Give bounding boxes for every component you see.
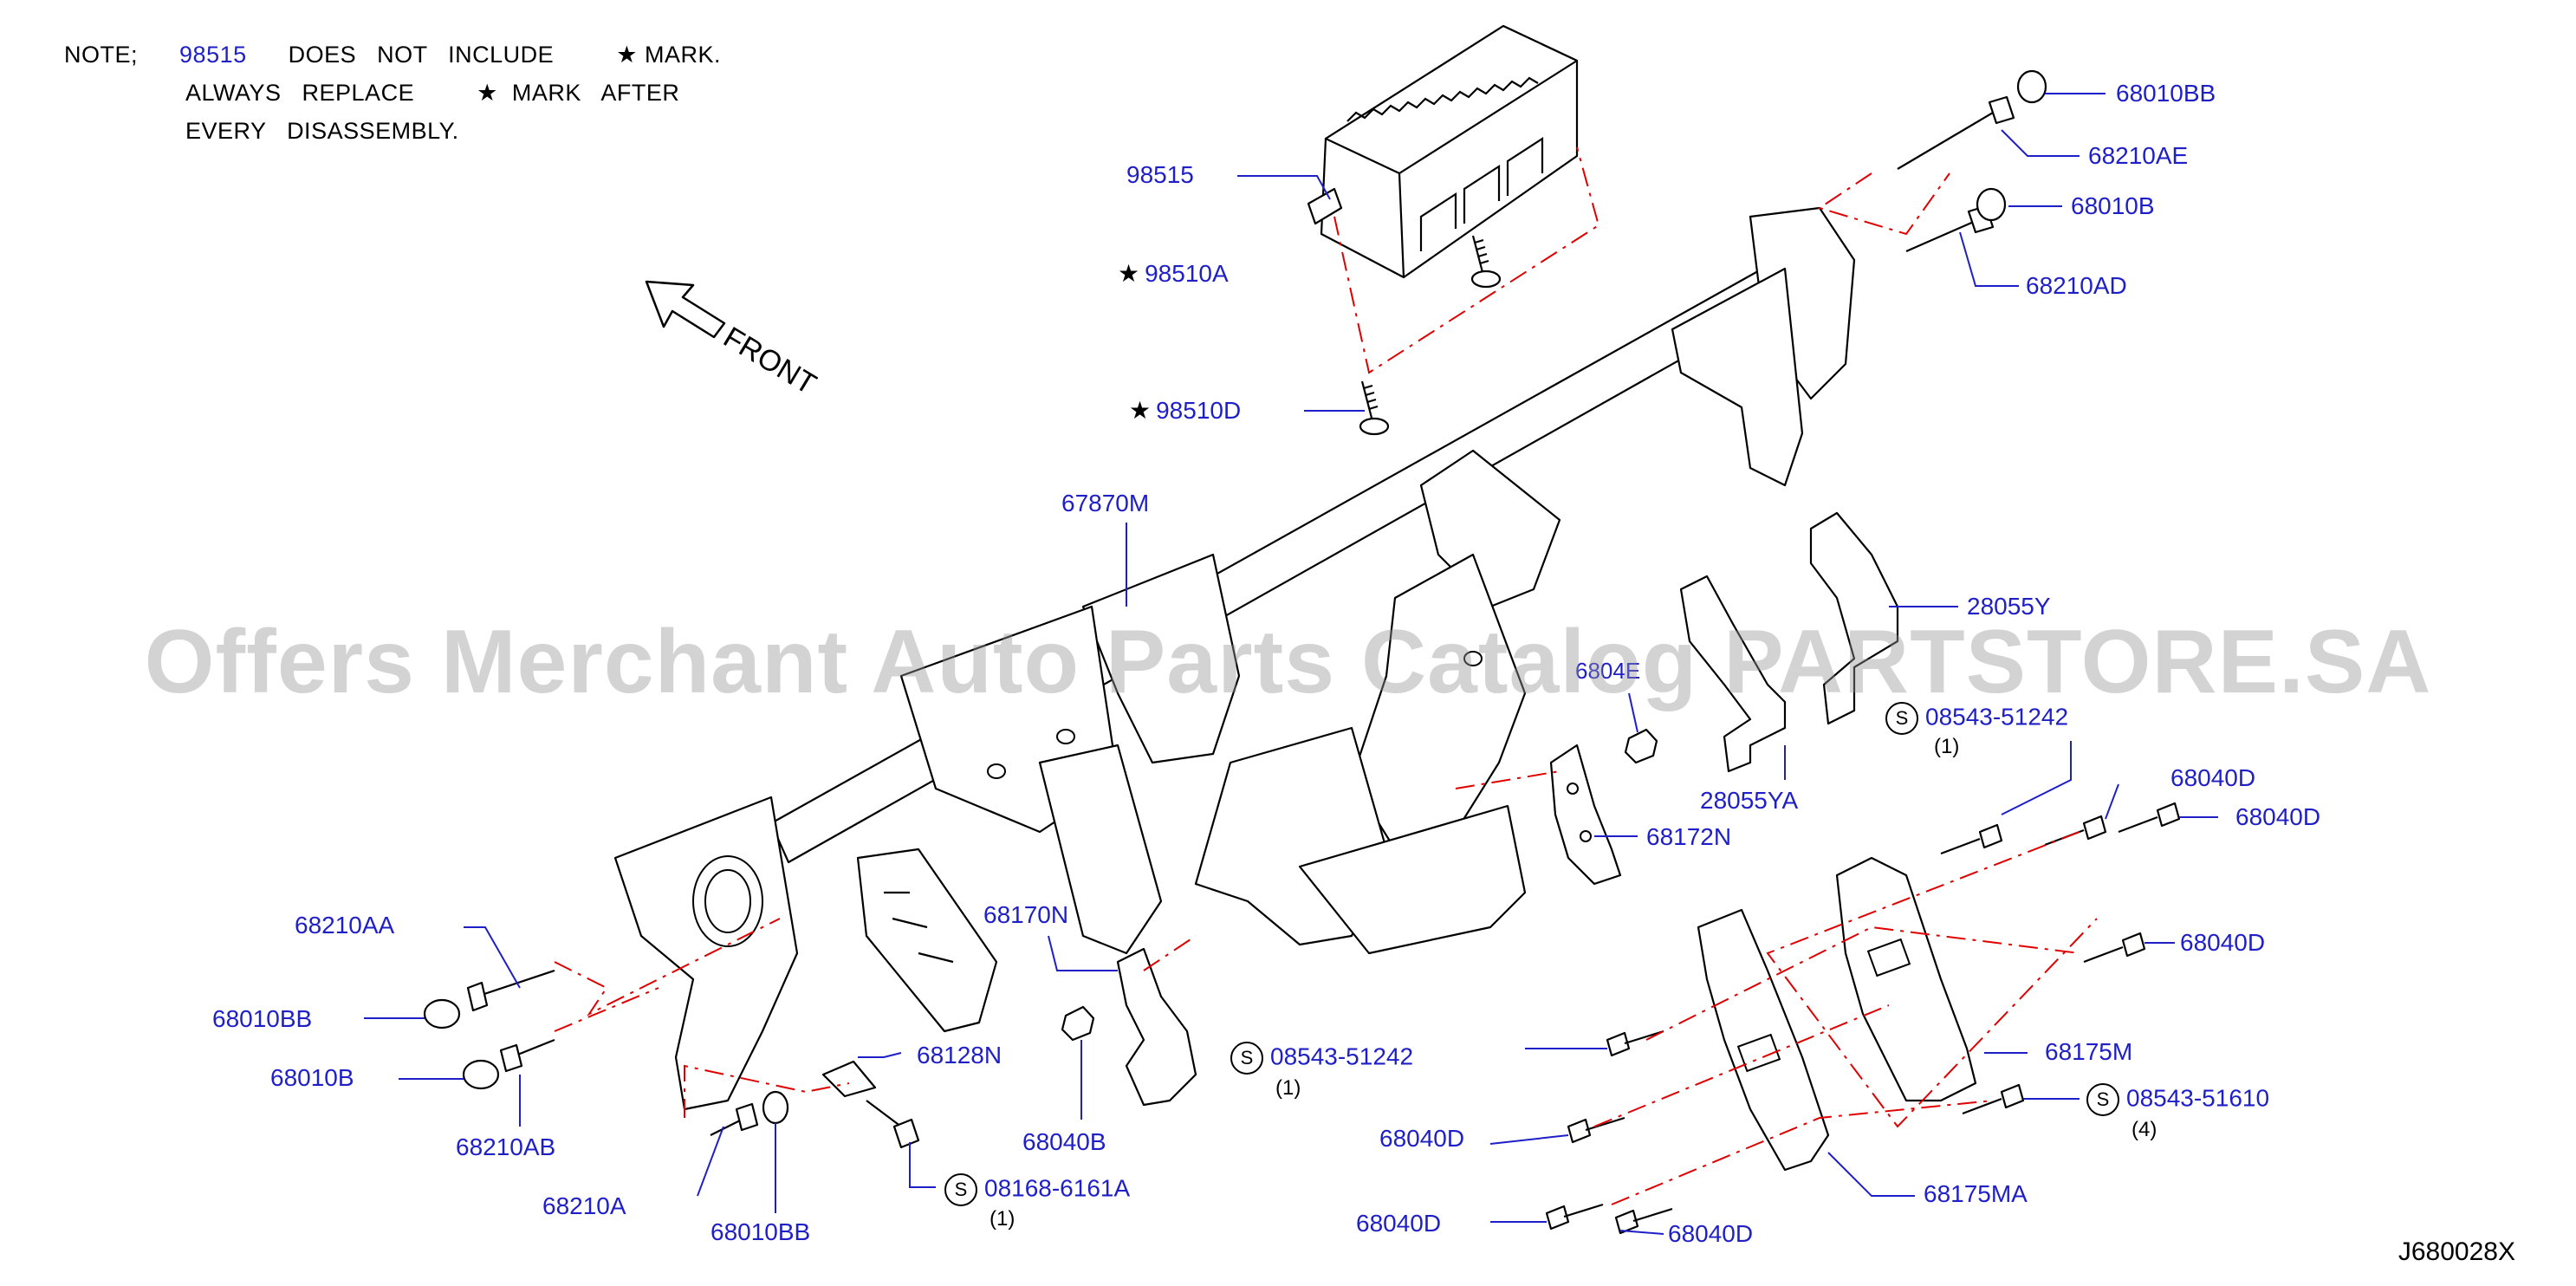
qty-08543-51242-b: (1): [1275, 1076, 1301, 1100]
callout-68010bb-left[interactable]: 68010BB: [212, 1005, 313, 1032]
nut-68010b-top-part[interactable]: [1976, 187, 2007, 222]
nut-68040e-part[interactable]: [1624, 728, 1658, 764]
callout-68040d-5[interactable]: 68040D: [1356, 1210, 1442, 1237]
plate-68175ma-part[interactable]: [1697, 908, 1830, 1172]
callout-67870m[interactable]: 67870M: [1061, 490, 1150, 516]
cap-68010bb-bottom-part[interactable]: [762, 1090, 789, 1125]
star-icon: ★: [616, 42, 638, 68]
callout-68210aa[interactable]: 68210AA: [295, 912, 395, 939]
callout-68040d-3[interactable]: 68040D: [2180, 929, 2266, 956]
callout-68175ma[interactable]: 68175MA: [1924, 1180, 2028, 1207]
qty-08543-51610: (4): [2132, 1118, 2157, 1141]
callout-08543-51242-b-label: 08543-51242: [1270, 1042, 1414, 1070]
callout-68010bb-top[interactable]: 68010BB: [2116, 80, 2216, 107]
bolt-68210ab-part[interactable]: [499, 1038, 555, 1073]
note-prefix: NOTE;: [64, 42, 139, 68]
bolt-08168-6161a-part[interactable]: [866, 1100, 920, 1149]
callout-68170n[interactable]: 68170N: [983, 901, 1069, 928]
callout-68175m[interactable]: 68175M: [2045, 1038, 2133, 1065]
leader-lines: [364, 93, 2218, 1235]
callout-68210ae[interactable]: 68210AE: [2088, 142, 2189, 169]
nut-68040b-part[interactable]: [1061, 1005, 1095, 1042]
star-icon: ★: [1118, 260, 1140, 287]
bracket-28055y-part[interactable]: [1809, 511, 1899, 725]
bracket-68172n-part[interactable]: [1549, 744, 1622, 886]
callout-68040d-2[interactable]: 68040D: [2235, 803, 2321, 830]
callout-08168-6161a-label: 08168-6161A: [984, 1174, 1131, 1202]
watermark-text: Offers Merchant Auto Parts Catalog PARTS…: [144, 612, 2432, 712]
bracket-68170n-part[interactable]: [1116, 947, 1197, 1107]
callout-68210ad[interactable]: 68210AD: [2026, 272, 2127, 299]
callout-68040b[interactable]: 68040B: [1022, 1128, 1106, 1155]
qty-08543-51242-a: (1): [1934, 735, 1960, 758]
diagram-code: J680028X: [2398, 1237, 2515, 1266]
s-symbol-icon: S: [1230, 1042, 1263, 1075]
callout-08543-51242-a-label: 08543-51242: [1925, 703, 2069, 731]
note-line-3: EVERY DISASSEMBLY.: [185, 118, 459, 144]
callout-68040d-6[interactable]: 68040D: [1668, 1220, 1754, 1247]
airbag-module-part[interactable]: [1307, 24, 1579, 279]
bolt-68210aa-part[interactable]: [466, 969, 555, 1012]
callout-08543-51610-label: 08543-51610: [2126, 1084, 2270, 1112]
screw-98510d-part[interactable]: [1359, 380, 1390, 436]
note-line2-mark: MARK AFTER: [511, 80, 680, 106]
nut-68010bb-top-part[interactable]: [2016, 69, 2047, 104]
steering-member-part[interactable]: [613, 206, 1856, 1111]
callout-28055y[interactable]: 28055Y: [1967, 593, 2051, 620]
note-line-2: ALWAYS REPLACE ★ MARK AFTER: [185, 80, 679, 107]
note-line1-mark: MARK.: [644, 42, 721, 68]
callout-68040d-4[interactable]: 68040D: [1379, 1125, 1465, 1152]
star-icon: ★: [1129, 397, 1152, 424]
cap-68010bb-left-part[interactable]: [423, 998, 461, 1029]
bracket-28055ya-part[interactable]: [1679, 575, 1787, 773]
s-symbol-icon: S: [1885, 702, 1918, 735]
clip-68128n-part[interactable]: [821, 1060, 877, 1098]
phantom-lines: [554, 146, 2098, 1205]
callout-98510d-label: 98510D: [1156, 397, 1242, 424]
s-symbol-icon: S: [2086, 1083, 2119, 1116]
callout-68010b-top[interactable]: 68010B: [2071, 192, 2155, 219]
s-symbol-icon: S: [944, 1173, 977, 1206]
callout-98515[interactable]: 98515: [1126, 161, 1194, 188]
note-part-ref[interactable]: 98515: [179, 42, 247, 68]
star-icon: ★: [477, 80, 498, 106]
screw-98510a-part[interactable]: [1470, 235, 1502, 289]
callout-68010b-left[interactable]: 68010B: [270, 1064, 354, 1091]
callout-68128n[interactable]: 68128N: [917, 1042, 1002, 1068]
callout-28055ya[interactable]: 28055YA: [1700, 787, 1799, 814]
callout-68210a[interactable]: 68210A: [542, 1192, 626, 1219]
note-line-1: NOTE; 98515 DOES NOT INCLUDE ★ MARK.: [64, 42, 721, 68]
callout-98510a[interactable]: ★98510A: [1118, 260, 1229, 288]
callout-68010bb-bottom[interactable]: 68010BB: [711, 1218, 811, 1245]
front-arrow-icon: [645, 280, 726, 339]
bolt-68210a-part[interactable]: [710, 1102, 759, 1136]
qty-08168-6161a: (1): [990, 1207, 1015, 1231]
callout-68172n[interactable]: 68172N: [1646, 823, 1732, 850]
plate-68175m-part[interactable]: [1835, 856, 1977, 1102]
callout-98510d[interactable]: ★98510D: [1129, 397, 1241, 425]
callout-68210ab[interactable]: 68210AB: [456, 1133, 556, 1160]
note-line1-text: DOES NOT INCLUDE: [288, 42, 555, 68]
callout-68040d-1[interactable]: 68040D: [2170, 764, 2256, 791]
note-line2-text: ALWAYS REPLACE: [185, 80, 415, 106]
callout-68040e[interactable]: 6804E: [1575, 658, 1641, 684]
bolt-68210ae-part[interactable]: [1897, 95, 2015, 170]
callout-98510a-label: 98510A: [1145, 260, 1229, 287]
cap-68010b-left-part[interactable]: [462, 1059, 500, 1090]
